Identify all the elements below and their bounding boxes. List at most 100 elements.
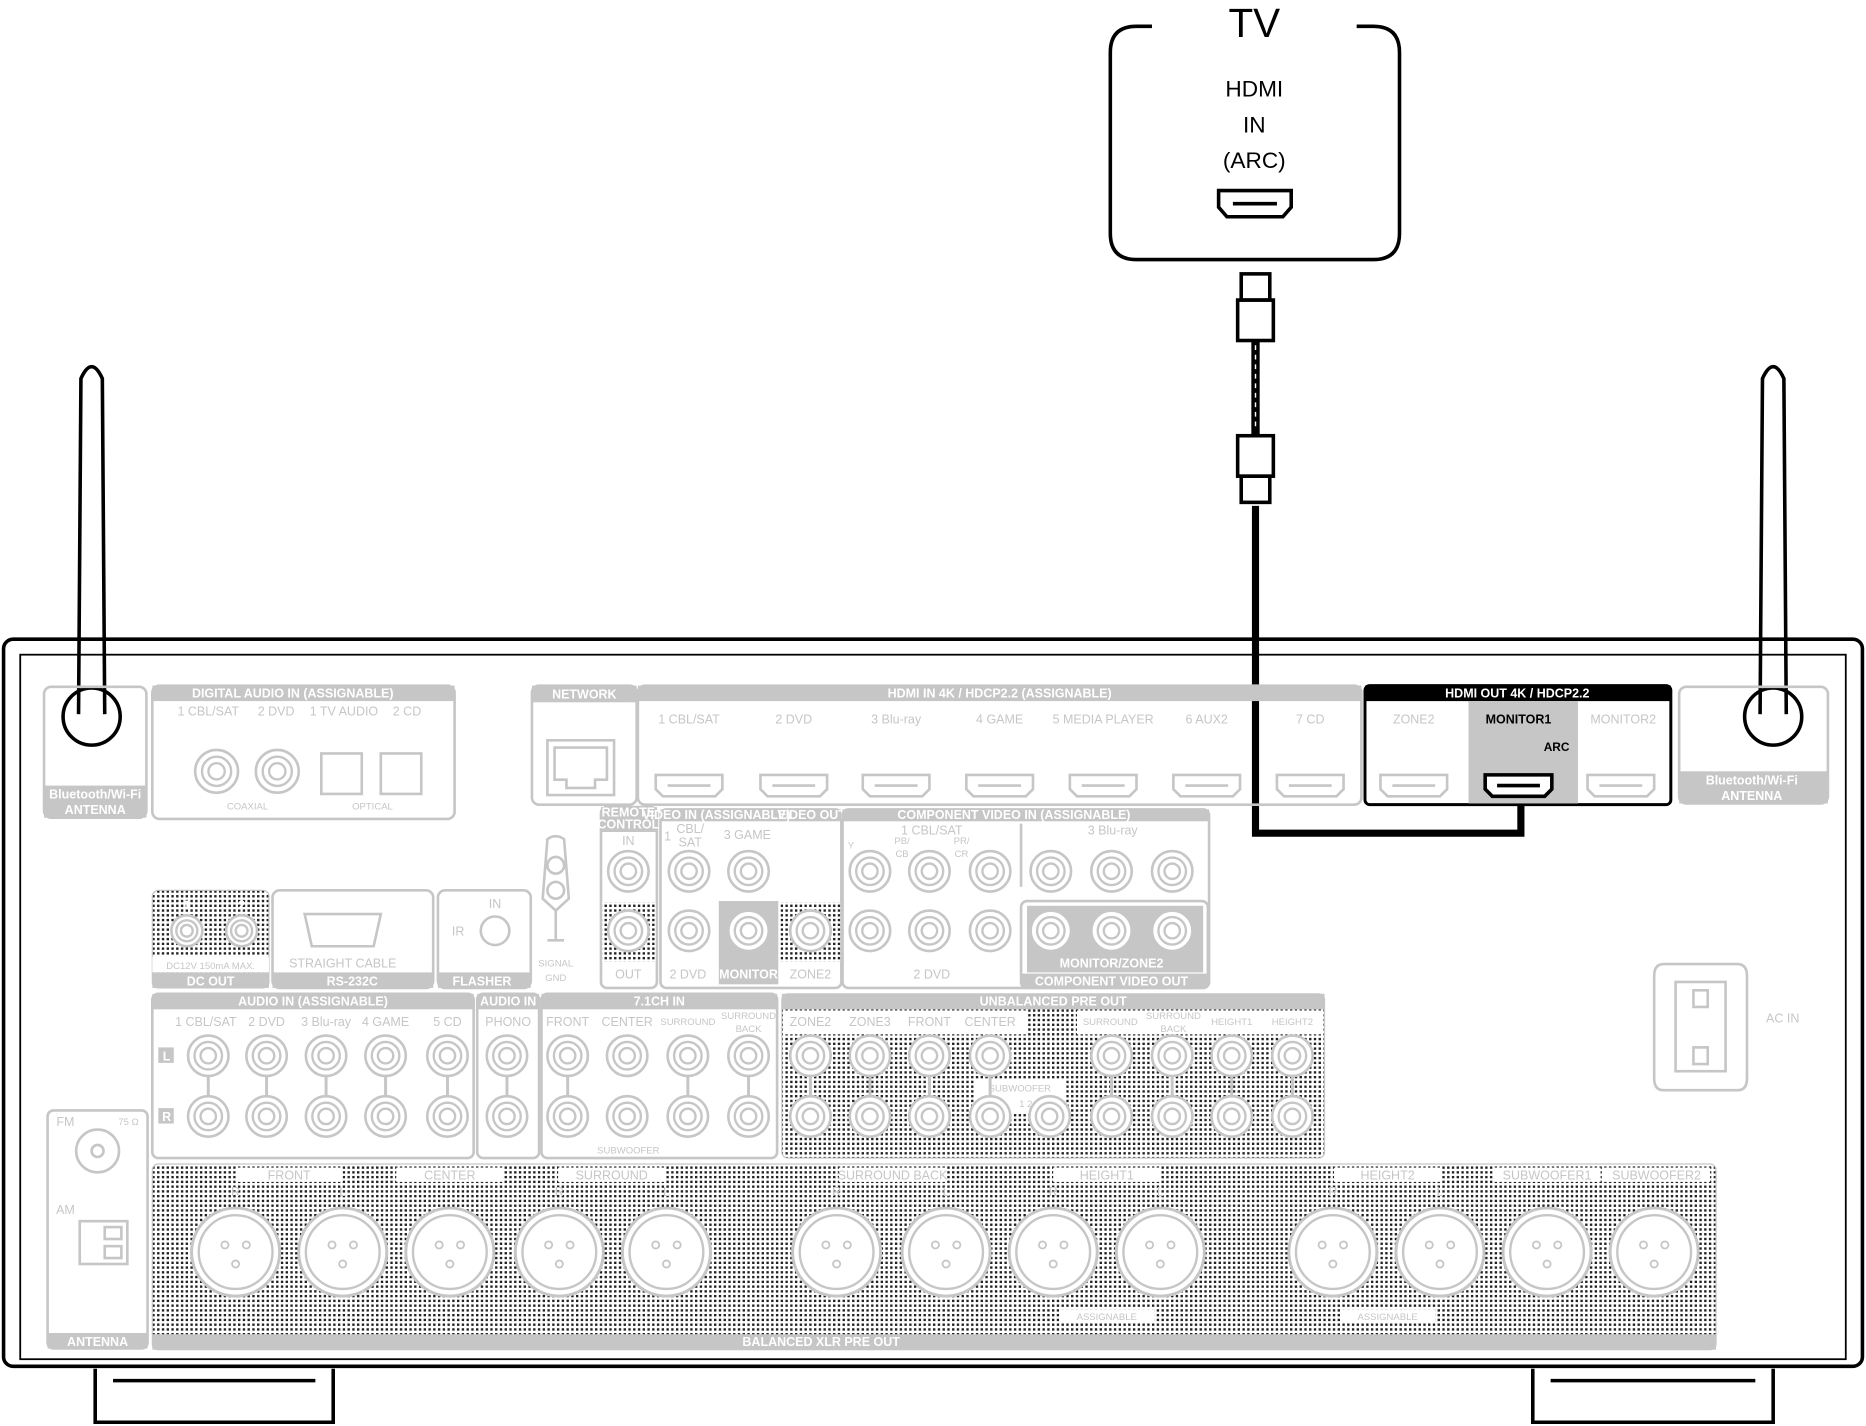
rca-jack[interactable] [193, 748, 240, 795]
hdmi-input-label: 6 AUX2 [1186, 713, 1228, 727]
rca-jack[interactable] [425, 1094, 469, 1138]
hdmi-input-label: 7 CD [1296, 713, 1324, 727]
rca-jack[interactable] [907, 909, 951, 953]
hdmi-in-port[interactable] [1068, 773, 1138, 798]
rca-jack[interactable] [224, 913, 259, 948]
rca-jack[interactable] [1270, 1034, 1314, 1078]
xlr-jack[interactable] [513, 1206, 605, 1298]
rca-jack[interactable] [605, 1034, 649, 1078]
audio-input-label: 1 CBL/SAT [175, 1015, 237, 1029]
hdmi-out-monitor2-port[interactable] [1586, 773, 1656, 798]
xlr-group-label: CENTER [424, 1169, 475, 1183]
xlr-group-label: HEIGHT1 [1080, 1169, 1134, 1183]
rca-jack[interactable] [727, 849, 771, 893]
rca-jack[interactable] [1210, 1034, 1254, 1078]
xlr-jack[interactable] [1007, 1206, 1099, 1298]
rs232c-port-icon[interactable] [303, 912, 383, 948]
rca-jack[interactable] [1089, 1094, 1134, 1138]
hdmi-in-port[interactable] [1172, 773, 1242, 798]
rca-jack[interactable] [245, 1034, 289, 1078]
rca-jack[interactable] [1028, 1094, 1072, 1138]
rca-jack[interactable] [605, 1094, 649, 1138]
rca-jack[interactable] [1150, 1034, 1194, 1078]
rca-jack[interactable] [788, 909, 832, 953]
xlr-jack[interactable] [1114, 1206, 1206, 1298]
ethernet-port-icon[interactable] [546, 739, 616, 797]
rca-jack[interactable] [848, 1034, 892, 1078]
xlr-jack[interactable] [297, 1206, 389, 1298]
assignable-label: ASSIGNABLE [1357, 1312, 1417, 1323]
optical-port-icon[interactable] [379, 752, 423, 796]
video-section: VIDEO IN (ASSIGNABLE) VIDEO OUT 1 CBL/ S… [642, 808, 846, 990]
rca-jack[interactable] [485, 1034, 529, 1078]
rca-jack[interactable] [666, 1034, 710, 1078]
xlr-jack[interactable] [404, 1206, 496, 1298]
hdmi-out-monitor1-port[interactable] [1483, 773, 1554, 799]
rca-jack[interactable] [485, 1094, 529, 1138]
rca-jack[interactable] [727, 1034, 771, 1078]
tv-hdmi-port-icon[interactable] [1216, 188, 1293, 219]
rca-jack[interactable] [1029, 849, 1073, 893]
section-header: RS-232C [327, 975, 378, 989]
rca-jack[interactable] [425, 1034, 469, 1078]
rca-jack[interactable] [788, 1034, 832, 1078]
rca-jack[interactable] [364, 1094, 408, 1138]
am-terminal[interactable] [78, 1219, 129, 1266]
hdmi-in-port[interactable] [654, 773, 724, 798]
rca-jack[interactable] [245, 1094, 289, 1138]
rca-jack[interactable] [1089, 909, 1134, 953]
hdmi-in-port[interactable] [965, 773, 1035, 798]
rca-jack[interactable] [606, 909, 650, 953]
hdmi-in-port[interactable] [759, 773, 829, 798]
xlr-jack[interactable] [1501, 1206, 1593, 1298]
rca-jack[interactable] [1150, 909, 1194, 953]
rca-jack[interactable] [727, 909, 771, 953]
rca-jack[interactable] [788, 1094, 832, 1138]
rca-jack[interactable] [1089, 849, 1134, 893]
rca-jack[interactable] [304, 1094, 348, 1138]
subwoofer-label: SUBWOOFER [597, 1145, 660, 1156]
xlr-jack[interactable] [620, 1206, 712, 1298]
rca-jack[interactable] [546, 1094, 590, 1138]
rca-jack[interactable] [907, 849, 951, 893]
rca-jack[interactable] [968, 1094, 1012, 1138]
xlr-jack[interactable] [1287, 1206, 1379, 1298]
rca-jack[interactable] [254, 748, 301, 795]
xlr-jack[interactable] [1394, 1206, 1486, 1298]
optical-port-icon[interactable] [320, 752, 364, 796]
hdmi-in-port[interactable] [861, 773, 931, 798]
rca-jack[interactable] [186, 1094, 230, 1138]
xlr-jack[interactable] [900, 1206, 992, 1298]
hdmi-in-port[interactable] [1275, 773, 1345, 798]
rca-jack[interactable] [304, 1034, 348, 1078]
rca-jack[interactable] [1150, 1094, 1194, 1138]
xlr-jack[interactable] [791, 1206, 883, 1298]
rca-jack[interactable] [1150, 849, 1194, 893]
hdmi-out-zone2-port[interactable] [1379, 773, 1449, 798]
xlr-jack[interactable] [1608, 1206, 1700, 1298]
rca-jack[interactable] [170, 913, 204, 948]
rca-jack[interactable] [848, 1094, 892, 1138]
rca-jack[interactable] [666, 1094, 710, 1138]
rca-jack[interactable] [968, 849, 1012, 893]
fm-jack[interactable] [74, 1128, 121, 1174]
rca-jack[interactable] [727, 1094, 771, 1138]
rca-jack[interactable] [1029, 909, 1073, 953]
rca-jack[interactable] [907, 1034, 951, 1078]
rca-jack[interactable] [968, 1034, 1012, 1078]
rca-jack[interactable] [364, 1034, 408, 1078]
rca-jack[interactable] [1089, 1034, 1134, 1078]
rca-jack[interactable] [667, 849, 711, 893]
rca-jack[interactable] [968, 909, 1012, 953]
rca-jack[interactable] [907, 1094, 951, 1138]
rca-jack[interactable] [186, 1034, 230, 1078]
rca-jack[interactable] [606, 849, 650, 893]
flasher-jack[interactable] [479, 915, 511, 947]
rca-jack[interactable] [848, 849, 892, 893]
rca-jack[interactable] [848, 909, 892, 953]
rca-jack[interactable] [546, 1034, 590, 1078]
rca-jack[interactable] [667, 909, 711, 953]
rca-jack[interactable] [1270, 1094, 1314, 1138]
xlr-jack[interactable] [190, 1206, 282, 1298]
rca-jack[interactable] [1210, 1094, 1254, 1138]
